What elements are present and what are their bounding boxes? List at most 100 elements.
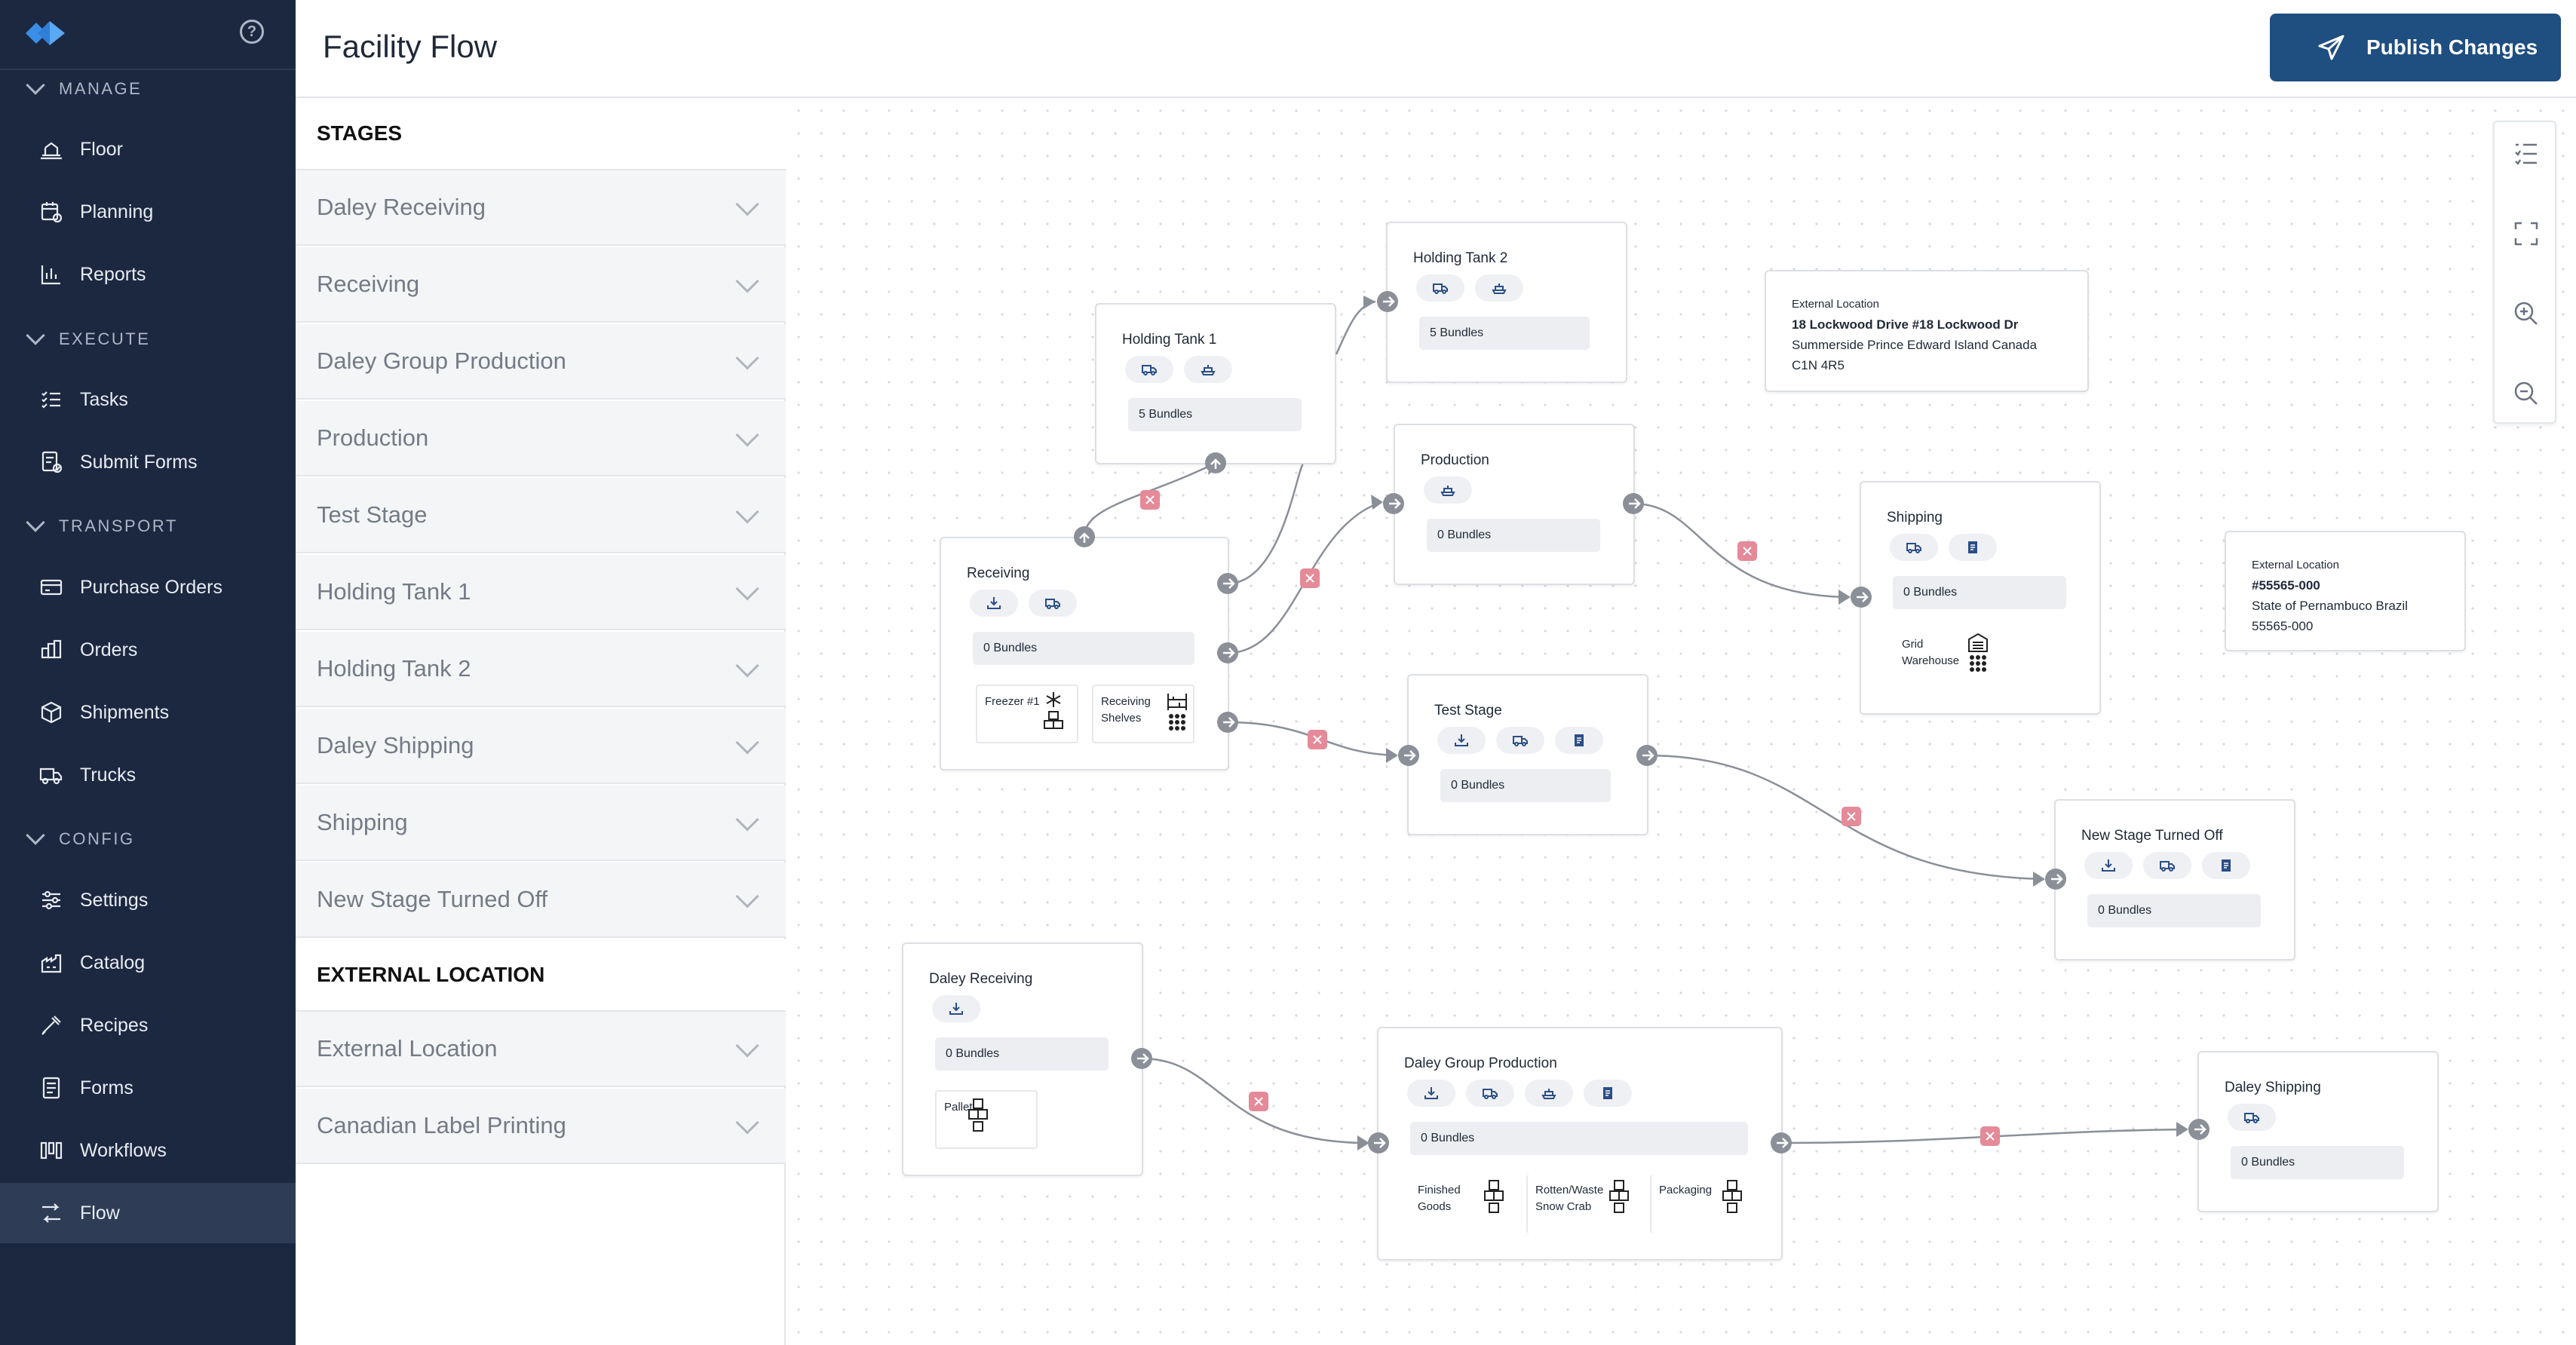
chevron-down-icon — [26, 513, 45, 532]
chip-download[interactable] — [1407, 1080, 1455, 1107]
sidebar-item-purchase-orders[interactable]: Purchase Orders — [0, 557, 296, 617]
list-view-icon[interactable] — [2508, 136, 2544, 172]
chevron-down-icon — [735, 192, 759, 216]
location-packaging[interactable]: Packaging — [1650, 1175, 1753, 1233]
chip-truck[interactable] — [1125, 356, 1173, 383]
stage-card-new-stage-turned-off[interactable]: New Stage Turned Off 0 Bundles — [2054, 799, 2295, 960]
stage-row-daley-group-production[interactable]: Daley Group Production — [296, 324, 786, 400]
chip-truck[interactable] — [1466, 1080, 1514, 1107]
chip-truck[interactable] — [2228, 1104, 2276, 1131]
sidebar-item-tasks[interactable]: Tasks — [0, 369, 296, 430]
stage-card-title: Holding Tank 2 — [1413, 250, 1508, 266]
section-config-toggle[interactable]: CONFIG — [26, 824, 135, 854]
sidebar-item-planning[interactable]: Planning — [0, 182, 296, 242]
bundle-count: 0 Bundles — [2231, 1146, 2404, 1179]
sidebar-item-orders[interactable]: Orders — [0, 620, 296, 680]
chip-ship[interactable] — [1525, 1080, 1573, 1107]
stage-card-holding-tank-1[interactable]: Holding Tank 1 5 Bundles — [1095, 303, 1336, 464]
stage-row-shipping[interactable]: Shipping — [296, 786, 786, 861]
stage-card-daley-receiving[interactable]: Daley Receiving 0 Bundles Pallet — [902, 942, 1143, 1176]
reports-icon — [41, 265, 60, 285]
warehouse-icon — [1968, 633, 1988, 672]
section-execute-toggle[interactable]: EXECUTE — [26, 324, 150, 354]
stage-card-shipping[interactable]: Shipping 0 Bundles Grid Warehouse — [1860, 481, 2101, 715]
stage-row-daley-receiving[interactable]: Daley Receiving — [296, 170, 786, 246]
chip-document[interactable] — [1949, 534, 1997, 561]
fullscreen-icon[interactable] — [2508, 216, 2544, 252]
chip-truck[interactable] — [1029, 590, 1077, 617]
stage-row-test-stage[interactable]: Test Stage — [296, 478, 786, 553]
sidebar-item-label: Orders — [80, 639, 138, 660]
location-freezer[interactable]: Freezer #1 — [976, 685, 1078, 743]
sidebar-item-floor[interactable]: Floor — [0, 119, 296, 179]
page-title: Facility Flow — [323, 29, 498, 64]
sidebar-item-reports[interactable]: Reports — [0, 244, 296, 305]
zoom-out-icon[interactable] — [2508, 375, 2544, 412]
location-finished-goods[interactable]: Finished Goods — [1410, 1175, 1513, 1233]
external-row-external-location[interactable]: External Location — [296, 1012, 786, 1087]
bundle-count: 0 Bundles — [1427, 519, 1600, 552]
chevron-down-icon — [26, 826, 45, 845]
chip-truck[interactable] — [1416, 274, 1464, 302]
sidebar-item-recipes[interactable]: Recipes — [0, 995, 296, 1055]
stage-row-holding-tank-1[interactable]: Holding Tank 1 — [296, 555, 786, 630]
settings-icon — [42, 890, 60, 910]
chip-download[interactable] — [970, 590, 1018, 617]
chip-truck[interactable] — [2143, 852, 2191, 879]
stage-card-receiving[interactable]: Receiving 0 Bundles Freezer #1 Receiving… — [940, 537, 1229, 771]
app-logo[interactable] — [21, 14, 69, 53]
stage-card-production[interactable]: Production 0 Bundles — [1394, 424, 1635, 585]
stage-row-daley-shipping[interactable]: Daley Shipping — [296, 709, 786, 784]
section-transport-toggle[interactable]: TRANSPORT — [26, 511, 178, 541]
sidebar-item-submit-forms[interactable]: Submit Forms — [0, 432, 296, 492]
sidebar-item-shipments[interactable]: Shipments — [0, 682, 296, 743]
sidebar-item-label: Purchase Orders — [80, 576, 222, 598]
location-grid-warehouse[interactable]: Grid Warehouse — [1894, 629, 1997, 688]
stage-card-title: Holding Tank 1 — [1122, 332, 1217, 348]
location-receiving-shelves[interactable]: Receiving Shelves — [1092, 685, 1194, 743]
chip-truck[interactable] — [1890, 534, 1938, 561]
stage-row-production[interactable]: Production — [296, 401, 786, 476]
sidebar-item-catalog[interactable]: Catalog — [0, 933, 296, 993]
external-location-card-canada[interactable]: External Location 18 Lockwood Drive #18 … — [1765, 270, 2089, 392]
location-rotten-waste[interactable]: Rotten/Waste Snow Crab — [1526, 1175, 1636, 1233]
publish-changes-button[interactable]: Publish Changes — [2270, 14, 2561, 81]
stage-card-holding-tank-2[interactable]: Holding Tank 2 5 Bundles — [1386, 222, 1627, 383]
sidebar-item-forms[interactable]: Forms — [0, 1058, 296, 1118]
publish-label: Publish Changes — [2366, 35, 2538, 59]
stage-row-receiving[interactable]: Receiving — [296, 247, 786, 323]
chip-download[interactable] — [1437, 727, 1486, 754]
zoom-in-icon[interactable] — [2508, 296, 2544, 332]
chip-document[interactable] — [2202, 852, 2250, 879]
section-manage-toggle[interactable]: MANAGE — [26, 74, 142, 104]
stages-heading: STAGES — [296, 98, 786, 170]
stage-card-daley-shipping[interactable]: Daley Shipping 0 Bundles — [2197, 1051, 2439, 1212]
stage-row-new-stage-turned-off[interactable]: New Stage Turned Off — [296, 862, 786, 938]
stage-card-daley-group-production[interactable]: Daley Group Production 0 Bundles Finishe… — [1377, 1027, 1783, 1261]
chip-document[interactable] — [1584, 1080, 1632, 1107]
chip-download[interactable] — [2084, 852, 2133, 879]
sidebar-item-settings[interactable]: Settings — [0, 870, 296, 930]
chip-ship[interactable] — [1184, 356, 1232, 383]
chip-ship[interactable] — [1424, 476, 1472, 504]
sidebar-item-trucks[interactable]: Trucks — [0, 745, 296, 805]
chip-ship[interactable] — [1475, 274, 1523, 302]
stage-row-label: Receiving — [317, 271, 420, 297]
external-location-card-brazil[interactable]: External Location #55565-000 State of Pe… — [2225, 531, 2466, 651]
external-location-label: External Location — [1792, 298, 1879, 311]
help-icon[interactable]: ? — [240, 20, 264, 44]
sidebar-item-label: Recipes — [80, 1014, 149, 1036]
chip-truck[interactable] — [1496, 727, 1544, 754]
stage-card-test-stage[interactable]: Test Stage 0 Bundles — [1407, 674, 1648, 835]
sidebar-item-label: Planning — [80, 201, 154, 222]
sidebar-item-flow[interactable]: Flow — [0, 1183, 296, 1243]
sidebar-item-workflows[interactable]: Workflows — [0, 1120, 296, 1181]
location-pallet[interactable]: Pallet — [935, 1090, 1038, 1149]
stage-row-holding-tank-2[interactable]: Holding Tank 2 — [296, 632, 786, 707]
chip-download[interactable] — [932, 995, 980, 1022]
chevron-down-icon — [735, 884, 759, 908]
chip-document[interactable] — [1555, 727, 1603, 754]
location-label: Rotten/Waste — [1535, 1184, 1604, 1196]
stage-card-title: New Stage Turned Off — [2081, 828, 2223, 844]
external-row-canadian-label-printing[interactable]: Canadian Label Printing — [296, 1089, 786, 1164]
